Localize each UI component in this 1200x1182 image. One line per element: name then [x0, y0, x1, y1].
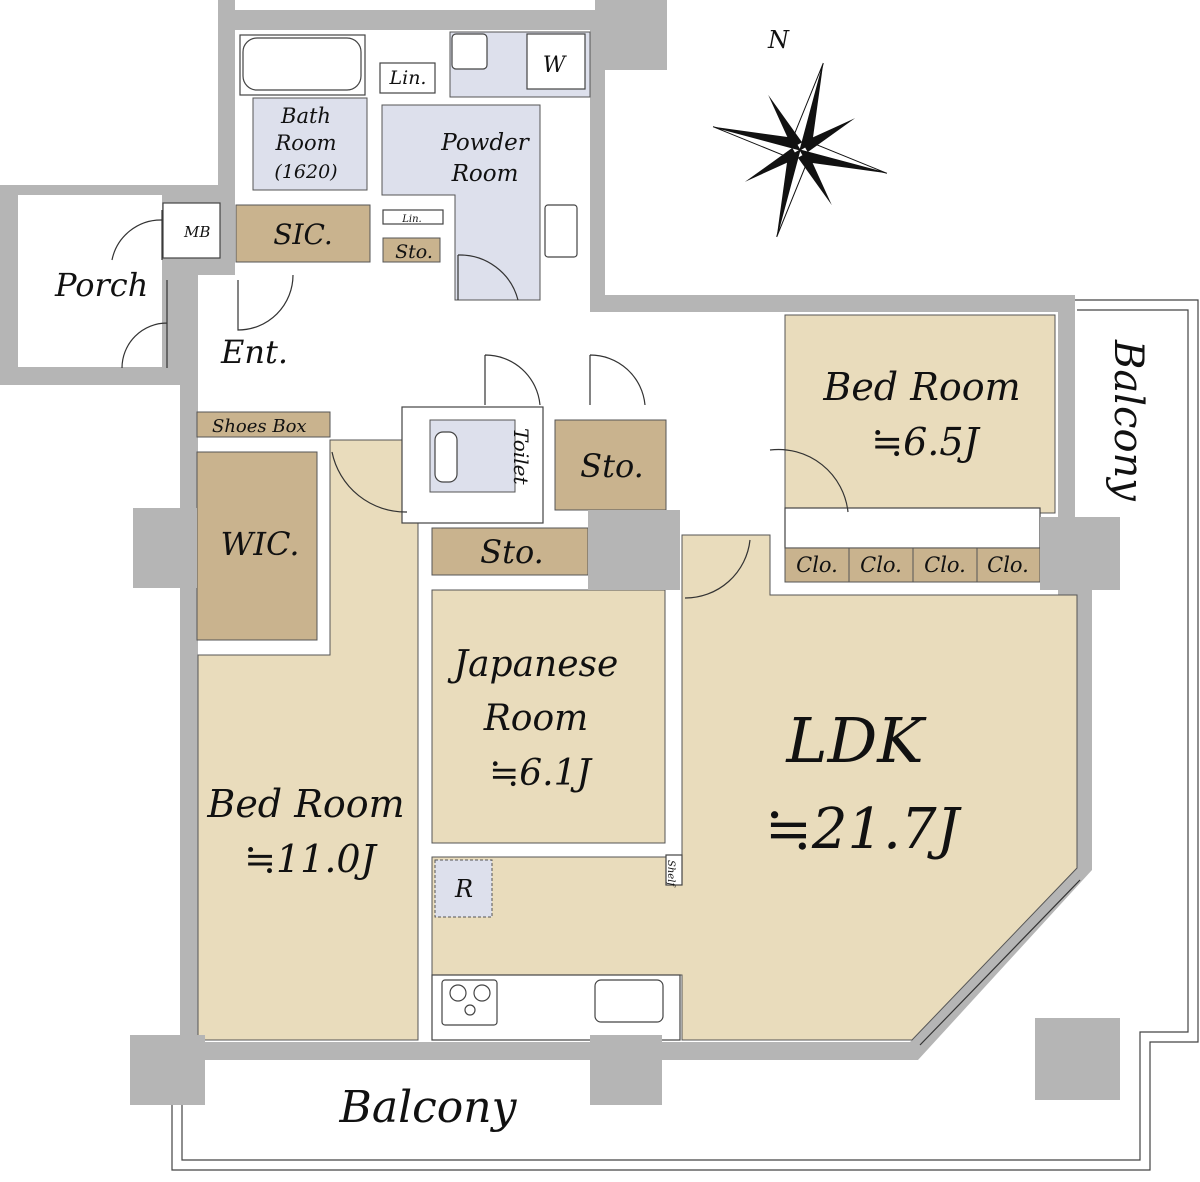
sink-basin: [544, 204, 578, 258]
linen-top-label: Lin.: [389, 67, 427, 89]
bedroom-small: [784, 314, 1056, 514]
balcony-bottom-label: Balcony: [339, 1082, 518, 1133]
linen-small: [382, 209, 444, 225]
closets: [784, 547, 1041, 583]
japanese-label-2: Room: [483, 698, 589, 739]
balcony-outlines: [171, 299, 1199, 1171]
meter-box: [162, 202, 221, 259]
balcony-right-label: Balcony: [1105, 339, 1151, 502]
sto-right-label: Sto.: [580, 447, 644, 485]
bedroom-small-size: ≒6.5J: [871, 420, 980, 464]
porch-area: [0, 185, 165, 385]
ldk-size: ≒21.7J: [765, 797, 963, 862]
storage-right: [554, 419, 667, 511]
shoes-box-label: Shoes Box: [212, 416, 307, 437]
bedroom-large-label: Bed Room: [206, 782, 404, 826]
japanese-size: ≒6.1J: [489, 753, 593, 794]
japanese-room: [431, 589, 666, 844]
closet-label-1: Clo.: [796, 553, 838, 577]
bedroom-small-label: Bed Room: [822, 365, 1020, 409]
toilet-label: Toilet: [509, 428, 533, 485]
door-swings: [111, 210, 1081, 1046]
mb-label: MB: [183, 223, 210, 241]
toilet-bowl: [434, 431, 458, 483]
sic-closet: [235, 204, 371, 263]
pillars: [130, 508, 1120, 1105]
linen-small-label: Lin.: [401, 214, 421, 225]
bath-label-2: Room: [274, 131, 336, 155]
bath-label-3: (1620): [274, 161, 337, 183]
refrigerator-label: R: [454, 875, 473, 903]
powder-label-2: Room: [451, 161, 519, 187]
powder-label-1: Powder: [440, 130, 530, 156]
bath-label-1: Bath: [280, 104, 331, 128]
compass-rose-icon: [712, 62, 888, 238]
sto-below-label: Sto.: [480, 533, 544, 571]
powder-room: [381, 104, 541, 301]
porch-label: Porch: [54, 266, 148, 304]
refrigerator-space: [434, 859, 493, 918]
bath-room: [252, 97, 368, 191]
sto-small-label: Sto.: [395, 241, 433, 263]
kitchen-sink: [594, 979, 664, 1023]
north-label: N: [767, 26, 790, 54]
sic-label: SIC.: [273, 218, 333, 251]
cooktop: [441, 979, 498, 1026]
ldk-label: LDK: [785, 704, 927, 777]
linen-top: [379, 62, 436, 94]
closet-label-4: Clo.: [987, 553, 1029, 577]
shelf-label: Shelf: [665, 860, 676, 888]
ldk-room: [431, 534, 1078, 1041]
closet-label-2: Clo.: [860, 553, 902, 577]
walk-in-closet: [196, 451, 318, 641]
japanese-label-1: Japanese: [447, 644, 619, 685]
bedroom-large-size: ≒11.0J: [244, 837, 377, 881]
closet-label-3: Clo.: [924, 553, 966, 577]
storage-small: [382, 237, 441, 263]
wic-label: WIC.: [220, 525, 299, 563]
shelf: [665, 854, 683, 886]
washer-pan: [526, 33, 586, 90]
shoes-box: [196, 411, 331, 438]
entrance-label: Ent.: [220, 333, 288, 371]
washer-label: W: [543, 53, 568, 78]
